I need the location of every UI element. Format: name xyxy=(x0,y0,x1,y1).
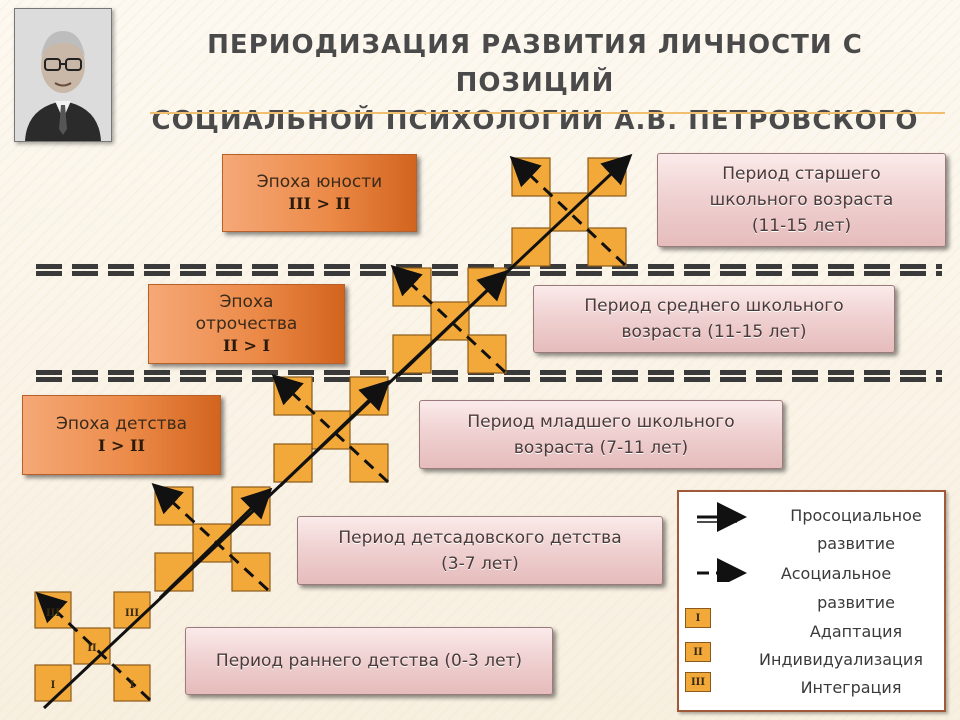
epoch-box-adolescence: Эпоха отрочества II > I xyxy=(148,284,345,364)
portrait-photo xyxy=(14,8,112,142)
epoch-box-youth: Эпоха юности III > II xyxy=(222,154,417,232)
legend-integration-label: Интеграция xyxy=(800,678,902,697)
asocial-arrow-5 xyxy=(509,155,627,267)
prosocial-arrow-segment-4 xyxy=(396,269,509,378)
cross-label-top-right: III xyxy=(125,608,139,619)
period-senior-line-2: школьного возраста xyxy=(709,190,894,210)
legend-integration-mark: III xyxy=(685,672,711,692)
cross-label-top-left: III xyxy=(46,608,60,619)
legend-prosocial-line-2: развитие xyxy=(817,534,895,553)
cross-label-bottom-right: I xyxy=(130,680,135,691)
period-box-senior-school: Период старшего школьного возраста (11-1… xyxy=(657,153,946,247)
separator-dashed-line-top xyxy=(36,264,942,269)
period-senior-line-1: Период старшего xyxy=(722,164,881,184)
epoch-box-childhood: Эпоха детства I > II xyxy=(22,395,221,475)
title-line-2: СОЦИАЛЬНОЙ ПСИХОЛОГИИ А.В. ПЕТРОВСКОГО xyxy=(151,106,919,136)
legend-adaptation-mark: I xyxy=(685,608,711,628)
period-kindergarten-line-2: (3-7 лет) xyxy=(441,553,519,574)
prosocial-arrow-segment-3 xyxy=(278,379,391,488)
legend-individualization-mark: II xyxy=(685,642,711,662)
epoch-childhood-label: Эпоха детства xyxy=(55,414,188,434)
period-junior-line-1: Период младшего школьного xyxy=(467,411,735,432)
asocial-arrow-2 xyxy=(151,482,270,592)
legend-prosocial-line-1: Просоциальное xyxy=(790,506,922,525)
period-box-kindergarten: Период детсадовского детства (3-7 лет) xyxy=(297,516,663,585)
separator-dashed-line-bottom-2 xyxy=(36,377,942,382)
portrait-illustration xyxy=(15,9,111,141)
period-box-middle-school: Период среднего школьного возраста (11-1… xyxy=(533,285,895,353)
cross-label-bottom-left: I xyxy=(51,680,56,691)
epoch-adolescence-relation: II > I xyxy=(223,336,270,355)
epoch-childhood-relation: I > II xyxy=(98,436,145,455)
period-senior-line-3: (11-15 лет) xyxy=(751,216,852,236)
legend-asocial-line-1: Асоциальное xyxy=(780,564,892,583)
period-junior-line-2: возраста (7-11 лет) xyxy=(513,437,689,458)
period-kindergarten-line-1: Период детсадовского детства xyxy=(338,527,622,548)
legend-asocial-line-2: развитие xyxy=(817,593,895,612)
legend-arrows xyxy=(697,502,747,582)
legend-panel: Просоциальное развитие Асоциальное разви… xyxy=(677,490,946,712)
asocial-arrow-4 xyxy=(390,264,507,374)
period-middle-line-1: Период среднего школьного xyxy=(584,296,844,316)
legend-individualization-label: Индивидуализация xyxy=(759,650,923,669)
legend-adaptation-label: Адаптация xyxy=(809,622,903,641)
period-box-junior-school: Период младшего школьного возраста (7-11… xyxy=(419,400,783,469)
title-line-1: ПЕРИОДИЗАЦИЯ РАЗВИТИЯ ЛИЧНОСТИ С ПОЗИЦИЙ xyxy=(207,30,863,98)
epoch-adolescence-label-1: Эпоха xyxy=(219,292,274,312)
period-early-line-1: Период раннего детства (0-3 лет) xyxy=(215,651,523,671)
period-middle-line-2: возраста (11-15 лет) xyxy=(621,322,807,342)
cross-label-center: II xyxy=(87,643,97,654)
period-box-early-childhood: Период раннего детства (0-3 лет) xyxy=(185,627,553,695)
asocial-arrow-3 xyxy=(271,373,390,484)
epoch-youth-label: Эпоха юности xyxy=(256,172,383,192)
epoch-adolescence-label-2: отрочества xyxy=(195,314,298,334)
epoch-youth-relation: III > II xyxy=(288,194,351,213)
asocial-arrow-1 xyxy=(35,591,152,702)
prosocial-arrow-segment-2 xyxy=(158,487,273,600)
page-title: ПЕРИОДИЗАЦИЯ РАЗВИТИЯ ЛИЧНОСТИ С ПОЗИЦИЙ… xyxy=(150,26,920,140)
title-underline xyxy=(150,112,945,114)
